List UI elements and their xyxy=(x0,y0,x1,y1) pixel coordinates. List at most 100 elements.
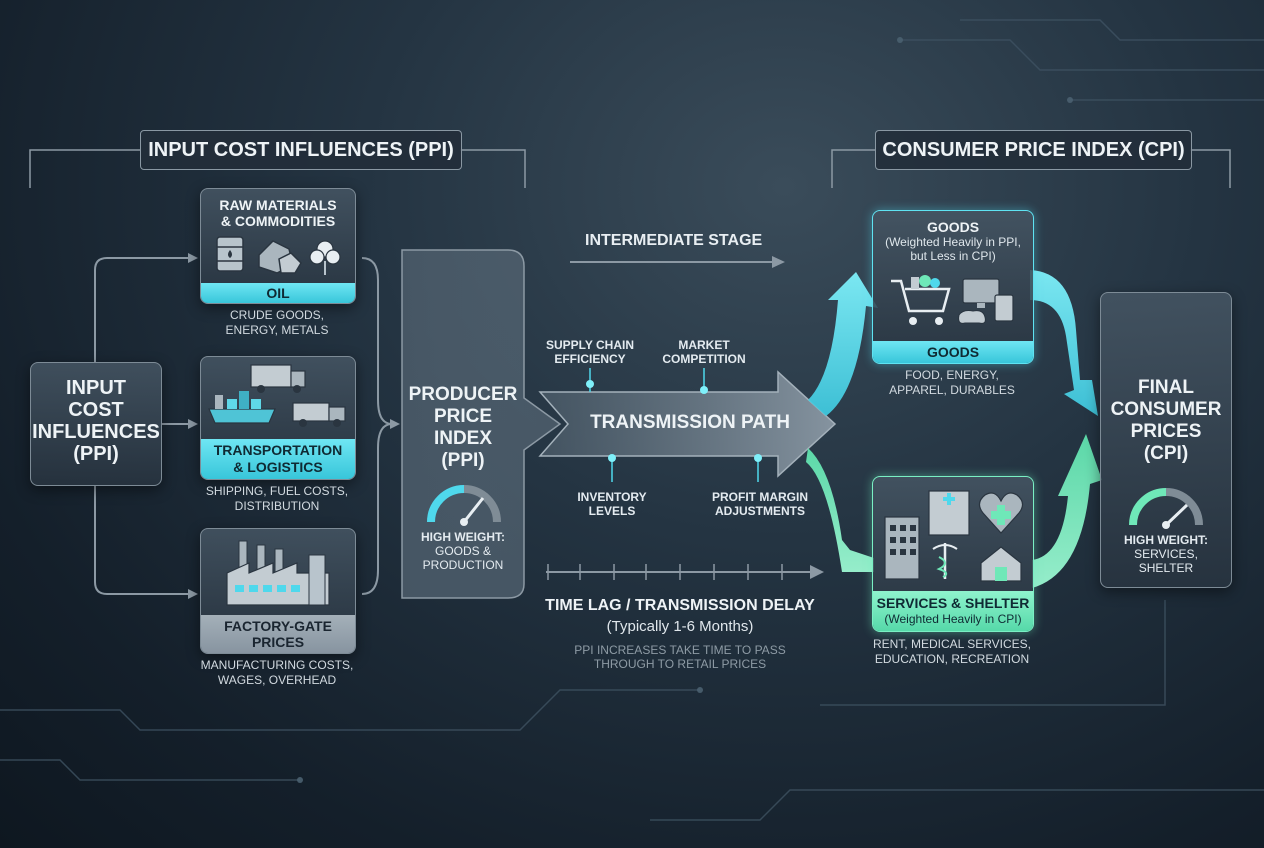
final-line-4: (CPI) xyxy=(1143,443,1189,464)
brace xyxy=(361,257,393,595)
raw-caption-1: CRUDE GOODS, xyxy=(229,308,324,322)
factory-caption-1: MANUFACTURING COSTS, xyxy=(200,658,354,672)
goods-title: GOODS xyxy=(926,219,980,235)
time-lag-note-2: THROUGH TO RETAIL PRICES xyxy=(593,657,767,671)
factor-market-2: COMPETITION xyxy=(662,352,746,366)
time-lag-subtitle: (Typically 1-6 Months) xyxy=(606,618,754,635)
input-connectors xyxy=(94,257,192,595)
services-caption: RENT, MEDICAL SERVICES, EDUCATION, RECRE… xyxy=(858,637,1046,667)
intermediate-stage-label: INTERMEDIATE STAGE xyxy=(585,232,763,249)
transportation-card: TRANSPORTATION & LOGISTICS xyxy=(200,356,356,480)
raw-caption-2: ENERGY, METALS xyxy=(225,323,329,337)
factor-inventory-1: INVENTORY xyxy=(577,490,647,504)
factory-caption-2: WAGES, OVERHEAD xyxy=(217,673,337,687)
time-lag-note: PPI INCREASES TAKE TIME TO PASS THROUGH … xyxy=(520,643,840,671)
cyan-arrow-up xyxy=(808,272,878,416)
factor-supply-1: SUPPLY CHAIN xyxy=(545,338,635,352)
input-line-1: INPUT xyxy=(66,377,126,399)
factory-card: FACTORY-GATE PRICES xyxy=(200,528,356,654)
header-input-cost-text: INPUT COST INFLUENCES (PPI) xyxy=(148,139,454,161)
input-line-4: (PPI) xyxy=(73,443,119,465)
factory-band-2: PRICES xyxy=(251,634,305,650)
factor-inventory-2: LEVELS xyxy=(588,504,636,518)
ppi-title: PRODUCER PRICE INDEX (PPI) xyxy=(402,384,524,472)
goods-sub-2: but Less in CPI) xyxy=(910,249,996,263)
input-cost-box: INPUT COST INFLUENCES (PPI) xyxy=(30,362,162,486)
shopping-cart-devices-icon xyxy=(891,275,1014,325)
transport-caption: SHIPPING, FUEL COSTS, DISTRIBUTION xyxy=(196,484,358,514)
ppi-panel xyxy=(401,249,562,599)
factor-profit-margin: PROFIT MARGIN ADJUSTMENTS xyxy=(700,490,820,518)
transport-band-1: TRANSPORTATION xyxy=(213,442,343,458)
transport-caption-2: DISTRIBUTION xyxy=(234,499,320,513)
raw-caption: CRUDE GOODS, ENERGY, METALS xyxy=(196,308,358,338)
final-consumer-prices-card: FINAL CONSUMER PRICES (CPI) HIGH WEIGHT:… xyxy=(1100,292,1232,588)
cyan-arrow-down xyxy=(1030,270,1098,416)
ppi-line-1: PRODUCER xyxy=(408,384,518,405)
ppi-line-4: (PPI) xyxy=(441,450,485,471)
goods-subtitle: (Weighted Heavily in PPI, but Less in CP… xyxy=(873,235,1033,263)
header-cpi-text: CONSUMER PRICE INDEX (CPI) xyxy=(882,139,1185,161)
mint-arrow-down xyxy=(806,448,874,572)
services-icon xyxy=(884,490,1024,582)
time-lag-title: TIME LAG / TRANSMISSION DELAY xyxy=(545,597,815,614)
input-line-3: INFLUENCES xyxy=(32,421,160,443)
goods-caption: FOOD, ENERGY, APPAREL, DURABLES xyxy=(866,368,1038,398)
circuit-decoration xyxy=(0,19,1264,821)
factor-supply-chain: SUPPLY CHAIN EFFICIENCY xyxy=(540,338,640,366)
input-line-2: COST xyxy=(68,399,124,421)
final-line-3: PRICES xyxy=(1130,421,1202,442)
final-line-1: FINAL xyxy=(1138,377,1194,398)
header-cpi: CONSUMER PRICE INDEX (CPI) xyxy=(875,130,1192,170)
services-caption-1: RENT, MEDICAL SERVICES, xyxy=(872,637,1032,651)
transmission-path-label: TRANSMISSION PATH xyxy=(590,412,790,433)
cpi-weight: HIGH WEIGHT: SERVICES, SHELTER xyxy=(1101,533,1231,575)
ppi-weight: HIGH WEIGHT: GOODS & PRODUCTION xyxy=(402,530,524,572)
transport-band-2: & LOGISTICS xyxy=(233,459,323,475)
ppi-line-3: INDEX xyxy=(433,428,493,449)
transport-caption-1: SHIPPING, FUEL COSTS, xyxy=(205,484,349,498)
services-band-sub: (Weighted Heavily in CPI) xyxy=(884,612,1022,626)
raw-title-1: RAW MATERIALS xyxy=(219,197,337,213)
goods-caption-2: APPAREL, DURABLES xyxy=(889,383,1015,397)
factory-icon xyxy=(226,540,330,606)
factor-market-1: MARKET xyxy=(678,338,730,352)
ppi-line-2: PRICE xyxy=(433,406,493,427)
ppi-weight-3: PRODUCTION xyxy=(422,558,504,572)
transmission-arrow xyxy=(538,370,837,478)
transport-band: TRANSPORTATION & LOGISTICS xyxy=(201,439,355,479)
factor-market-competition: MARKET COMPETITION xyxy=(654,338,754,366)
cpi-weight-2: SERVICES, xyxy=(1134,547,1198,561)
goods-card: GOODS (Weighted Heavily in PPI, but Less… xyxy=(872,210,1034,364)
services-caption-2: EDUCATION, RECREATION xyxy=(874,652,1030,666)
factory-band-1: FACTORY-GATE xyxy=(224,618,332,634)
raw-band-oil: OIL xyxy=(201,283,355,303)
goods-band: GOODS xyxy=(873,341,1033,363)
factor-supply-2: EFFICIENCY xyxy=(554,352,626,366)
oil-barrel-icon xyxy=(216,236,341,275)
goods-caption-1: FOOD, ENERGY, xyxy=(905,368,999,382)
ppi-gauge-icon xyxy=(427,485,501,526)
services-band: SERVICES & SHELTER (Weighted Heavily in … xyxy=(873,591,1033,631)
services-band-title: SERVICES & SHELTER xyxy=(876,595,1030,611)
raw-materials-card: RAW MATERIALS & COMMODITIES OIL xyxy=(200,188,356,304)
factor-profit-2: ADJUSTMENTS xyxy=(714,504,805,518)
truck-ship-icon xyxy=(208,364,346,427)
cpi-weight-1: HIGH WEIGHT: xyxy=(1124,533,1208,547)
header-input-cost: INPUT COST INFLUENCES (PPI) xyxy=(140,130,462,170)
factor-profit-1: PROFIT MARGIN xyxy=(712,490,808,504)
ppi-weight-2: GOODS & xyxy=(434,544,491,558)
factory-caption: MANUFACTURING COSTS, WAGES, OVERHEAD xyxy=(190,658,364,688)
cpi-weight-3: SHELTER xyxy=(1138,561,1194,575)
time-lag-note-1: PPI INCREASES TAKE TIME TO PASS xyxy=(574,643,786,657)
factory-band: FACTORY-GATE PRICES xyxy=(201,615,355,653)
goods-sub-1: (Weighted Heavily in PPI, xyxy=(885,235,1021,249)
factor-inventory: INVENTORY LEVELS xyxy=(562,490,662,518)
ppi-weight-1: HIGH WEIGHT: xyxy=(421,530,505,544)
final-line-2: CONSUMER xyxy=(1110,399,1222,420)
services-card: SERVICES & SHELTER (Weighted Heavily in … xyxy=(872,476,1034,632)
mint-arrow-up xyxy=(1032,434,1102,588)
raw-title-2: & COMMODITIES xyxy=(220,213,336,229)
